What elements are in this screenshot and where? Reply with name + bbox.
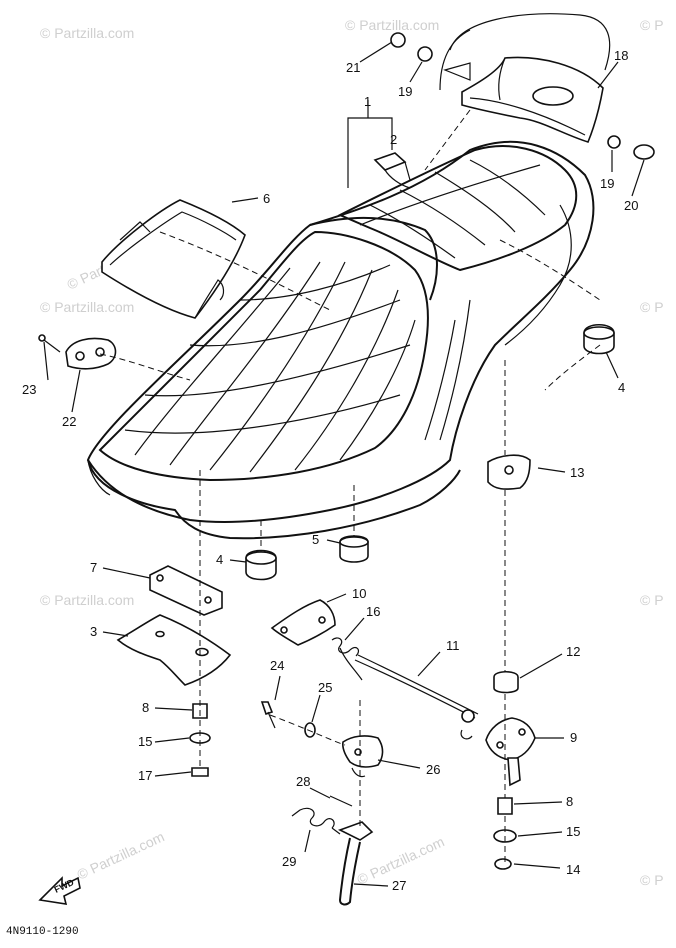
callout-17: 17 [138, 768, 152, 783]
callout-19: 19 [398, 84, 412, 99]
callout-22: 22 [62, 414, 76, 429]
callout-3: 3 [90, 624, 97, 639]
watermark: © Partzilla.com [40, 299, 134, 315]
callout-13: 13 [570, 465, 584, 480]
callout-14: 14 [566, 862, 580, 877]
part-19-washer [417, 46, 433, 62]
part-7-plate [149, 565, 223, 616]
callout-15: 15 [138, 734, 152, 749]
callout-16: 16 [366, 604, 380, 619]
watermark-edge: © P [640, 299, 664, 315]
part-27-lever [337, 821, 374, 906]
part-17-bolt [191, 767, 209, 777]
callout-8: 8 [142, 700, 149, 715]
leader-bracket-1-2 [347, 100, 393, 188]
callout-4: 4 [618, 380, 625, 395]
part-4-damper-rear [583, 323, 615, 355]
watermark: © Partzilla.com [40, 25, 134, 41]
part-5-damper [339, 535, 369, 563]
drawing-code: 4N9110-1290 [6, 926, 79, 938]
part-21-nut [390, 32, 406, 48]
part-23-bolt [38, 334, 61, 353]
callout-labels: 1 2 3 4 4 5 6 7 8 8 9 10 11 12 13 14 15 … [22, 48, 638, 893]
part-22-seat-lock [65, 337, 117, 370]
callout-9: 9 [570, 730, 577, 745]
part-11-lock-rod [354, 654, 479, 740]
part-19-washer [607, 135, 621, 149]
fwd-arrow-icon: FWD [38, 876, 81, 905]
leader-lines [43, 41, 645, 887]
part-18-rear-cover [439, 13, 611, 143]
part-20-nut [633, 144, 655, 160]
callout-10: 10 [352, 586, 366, 601]
watermark-edge: © P [640, 17, 664, 33]
callout-23: 23 [22, 382, 36, 397]
part-16-spring [331, 637, 363, 681]
callout-6: 6 [263, 191, 270, 206]
part-13-bracket [487, 454, 531, 490]
part-12-collar [493, 670, 519, 694]
callout-8: 8 [566, 794, 573, 809]
watermark: © Partzilla.com [75, 828, 167, 882]
callout-21: 21 [346, 60, 360, 75]
part-3-bracket [116, 614, 232, 686]
part-14-nut [494, 858, 512, 870]
part-28-pin [329, 795, 353, 807]
callout-27: 27 [392, 878, 406, 893]
watermark-edge: © P [640, 872, 664, 888]
part-10-hinge-bracket [270, 599, 336, 646]
small-hardware-top [390, 32, 655, 160]
watermark-edge: © P [640, 592, 664, 608]
part-24-bolt [260, 701, 276, 729]
callout-28: 28 [296, 774, 310, 789]
alignment-lines [99, 109, 601, 862]
part-26-bracket [342, 735, 384, 778]
callout-19: 19 [600, 176, 614, 191]
watermark: © Partzilla.com [40, 592, 134, 608]
callout-4: 4 [216, 552, 223, 567]
watermark: © Partzilla.com [345, 17, 439, 33]
callout-26: 26 [426, 762, 440, 777]
callout-24: 24 [270, 658, 284, 673]
part-29-spring [291, 807, 341, 835]
callout-11: 11 [446, 638, 460, 653]
callout-5: 5 [312, 532, 319, 547]
part-9-bracket [485, 717, 536, 787]
callout-1: 1 [364, 94, 371, 109]
callout-12: 12 [566, 644, 580, 659]
callout-25: 25 [318, 680, 332, 695]
part-8-collar [497, 797, 513, 815]
callout-2: 2 [390, 132, 397, 147]
callout-15: 15 [566, 824, 580, 839]
callout-29: 29 [282, 854, 296, 869]
callout-20: 20 [624, 198, 638, 213]
part-4-damper [245, 549, 277, 581]
callout-7: 7 [90, 560, 97, 575]
callout-18: 18 [614, 48, 628, 63]
part-2-strap-mount [373, 152, 411, 189]
part-6-tool-tray [101, 199, 246, 319]
seat-body [86, 140, 595, 540]
part-25-pin [304, 722, 316, 738]
